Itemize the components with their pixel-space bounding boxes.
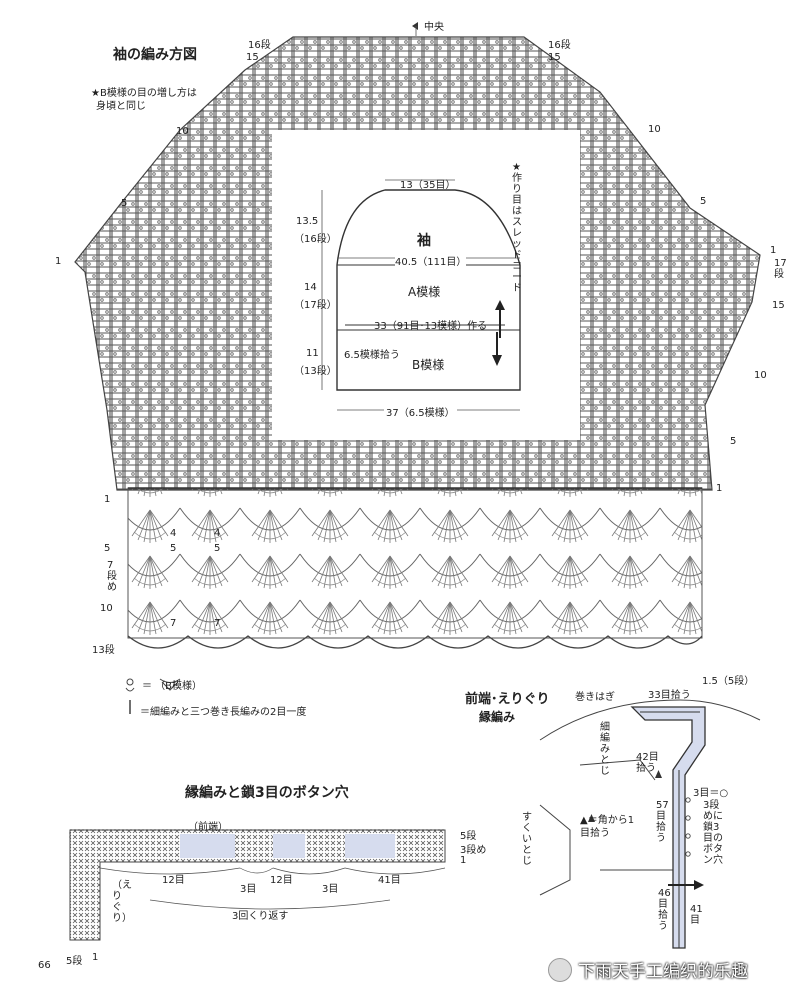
collar-label: （えりぐり） [112, 880, 132, 924]
center-label: 中央 [424, 22, 444, 33]
scallop-edge [127, 635, 703, 649]
sukui-label: すくいとじ [522, 812, 532, 867]
row-label: 5 [700, 196, 707, 207]
row-label: 16段 [248, 40, 271, 51]
stitch-count: 3目 [322, 884, 339, 895]
band-row-label: 3段め [460, 845, 487, 856]
make-line-label: 33（91目･13模様）作る [374, 321, 488, 332]
band-bottom-label: 1 [92, 952, 99, 963]
band-row-label: 1 [460, 855, 467, 866]
a-pattern-label: A模様 [408, 285, 441, 299]
page-number: 66 [38, 960, 51, 971]
row-label: 15 [548, 52, 561, 63]
makihagi-label: 巻きはぎ [575, 692, 615, 703]
row-label: 1 [770, 245, 777, 256]
b-inner-label: 4 [170, 528, 177, 539]
sleeve-b-pattern-band [127, 487, 703, 639]
hosoami-label: 細編みとじ [600, 722, 610, 777]
sleeve-schematic-outline [336, 189, 521, 391]
b-inner-label: 7 [170, 618, 177, 629]
b-row-label: 10 [100, 603, 113, 614]
pick42-label: 42目拾う [636, 752, 659, 774]
b-inner-label: 5 [170, 543, 177, 554]
buttonhole-label: 3段めに鎖3目のボタン穴 [703, 800, 723, 866]
row-label: 10 [648, 124, 661, 135]
b-row-label: 1 [104, 494, 111, 505]
pick46-label: 46目拾う [658, 888, 671, 932]
dim-top-width: 13（35目） [400, 180, 456, 191]
b-row-label: 7段め [107, 560, 117, 593]
b-pattern-label: B模様 [412, 358, 445, 372]
button-band-title: 縁編みと鎖3目のボタン穴 [185, 785, 349, 801]
dim-cap-rows: （16段） [294, 234, 337, 245]
stitch-count: 12目 [270, 875, 293, 886]
stitch-count: 12目 [162, 875, 185, 886]
row-label: 5 [121, 198, 128, 209]
row-label: 5 [730, 436, 737, 447]
b-row-label: 5 [104, 543, 111, 554]
sleeve-chart-title: 袖の編み方図 [113, 47, 197, 63]
legend-item-b-pattern: ＝ （B模様） [142, 681, 203, 692]
band-bottom-label: 5段 [66, 956, 83, 967]
pick57-label: 57目拾う [656, 800, 669, 844]
symbol-label: 3目＝○ [693, 788, 729, 799]
dim-bottom-width: 37（6.5模様） [384, 404, 457, 419]
front-edge-title: 前端･えりぐり [465, 692, 550, 707]
sleeve-note-line2: 身頃と同じ [96, 101, 146, 112]
sleeve-note-line1: ★B模様の目の増し方は [91, 88, 197, 99]
front-label: （前端） [188, 822, 228, 833]
repeat-label: 3回くり返す [232, 911, 289, 922]
row-label: 10 [754, 370, 767, 381]
pick33-label: 33目拾う [648, 690, 691, 701]
watermark-text: 下雨天手工编织的乐趣 [578, 962, 748, 982]
dim-a-height: 14 [304, 282, 317, 293]
row-label: 15 [772, 300, 785, 311]
b-inner-label: 5 [214, 543, 221, 554]
b-inner-label: 4 [214, 528, 221, 539]
schematic-name: 袖 [417, 233, 431, 249]
b-inner-label: 7 [214, 618, 221, 629]
pick-up-label: 6.5模様拾う [344, 350, 400, 361]
star-cord-note: ★作り目はスレッドコード [512, 162, 522, 294]
c41-label: 41目 [690, 904, 703, 926]
row-label: 1 [716, 483, 723, 494]
stitch-count: 3目 [240, 884, 257, 895]
legend-item-decrease: ＝細編みと三つ巻き長編みの2目一度 [140, 707, 307, 718]
width-label: 1.5（5段） [702, 676, 755, 687]
watermark: 下雨天手工编织的乐趣 [548, 957, 748, 982]
row-label: 17段 [774, 258, 787, 280]
dim-b-rows: （13段） [294, 366, 337, 377]
dim-b-height: 11 [306, 348, 319, 359]
front-edge-subtitle: 縁編み [479, 710, 516, 724]
row-label: 16段 [548, 40, 571, 51]
row-label: 15 [246, 52, 259, 63]
row-label: 10 [176, 126, 189, 137]
front-band [630, 706, 706, 949]
b-row-label: 13段 [92, 645, 115, 656]
corner-note: ▲＝角から1目拾う [580, 815, 635, 839]
wechat-icon [548, 957, 572, 982]
dim-a-rows: （17段） [294, 300, 337, 311]
dim-wide-width: 40.5（111目） [395, 253, 467, 268]
dim-cap-height: 13.5 [296, 216, 319, 227]
stitch-count: 41目 [378, 875, 401, 886]
row-label: 1 [55, 256, 62, 267]
band-row-label: 5段 [460, 831, 477, 842]
front-edge-schematic [539, 699, 761, 896]
